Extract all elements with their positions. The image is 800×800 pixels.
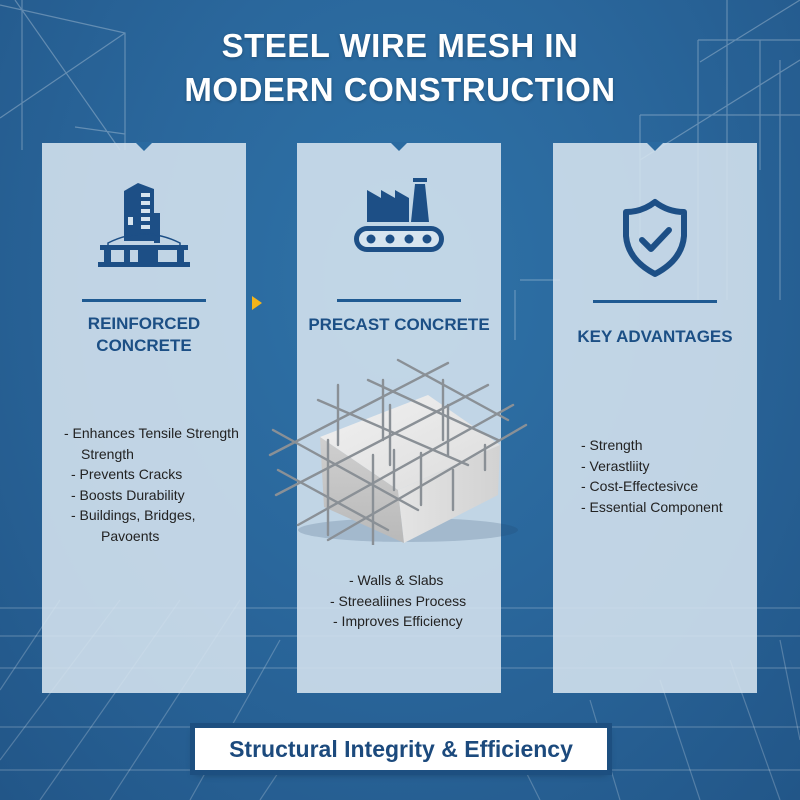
divider [593, 300, 717, 303]
list-item: - Buildings, Bridges, [71, 507, 196, 523]
list-item: - Streealiines Process [330, 592, 467, 609]
bullet-list: - Enhances Tensile Strength Strength - P… [42, 423, 246, 546]
panel-heading: REINFORCED CONCRETE [87, 314, 201, 355]
list-item: - Verastliity [581, 457, 650, 474]
list-item: - Essential Component [581, 498, 723, 515]
arrow-right-icon [252, 296, 262, 310]
panel-notch [646, 142, 664, 151]
title-line-2: MODERN CONSTRUCTION [184, 71, 616, 108]
divider [82, 299, 206, 302]
list-item: - Walls & Slabs [349, 572, 444, 588]
panel-heading: PRECAST CONCRETE [308, 315, 490, 334]
list-item: - Enhances Tensile Strength [64, 425, 239, 441]
page-title: STEEL WIRE MESH IN MODERN CONSTRUCTION [0, 24, 800, 112]
shield-check-icon [623, 199, 687, 277]
panel-heading: KEY ADVANTAGES [577, 327, 733, 346]
list-item: - Prevents Cracks [71, 466, 183, 482]
bullet-list: - Strength - Verastliity - Cost-Effectes… [553, 435, 757, 517]
divider [337, 299, 461, 302]
list-item: - Boosts Durability [71, 486, 185, 503]
list-item: Pavoents [101, 527, 160, 544]
footer-banner: Structural Integrity & Efficiency [195, 728, 607, 770]
building-icon [98, 183, 190, 267]
steel-mesh-concrete-image [268, 358, 528, 545]
panel-notch [390, 142, 408, 151]
list-item: - Cost-Effectesivce [581, 478, 699, 494]
panel-reinforced-concrete: REINFORCED CONCRETE - Enhances Tensile S… [42, 142, 246, 693]
list-item: Strength [81, 445, 134, 462]
panel-notch [135, 142, 153, 151]
title-line-1: STEEL WIRE MESH IN [221, 27, 579, 64]
list-item: - Strength [581, 437, 643, 453]
panel-key-advantages: KEY ADVANTAGES - Strength - Verastliity … [553, 142, 757, 693]
factory-conveyor-icon [354, 178, 444, 252]
bullet-list: - Walls & Slabs - Streealiines Process -… [297, 570, 501, 632]
list-item: - Improves Efficiency [333, 613, 463, 629]
